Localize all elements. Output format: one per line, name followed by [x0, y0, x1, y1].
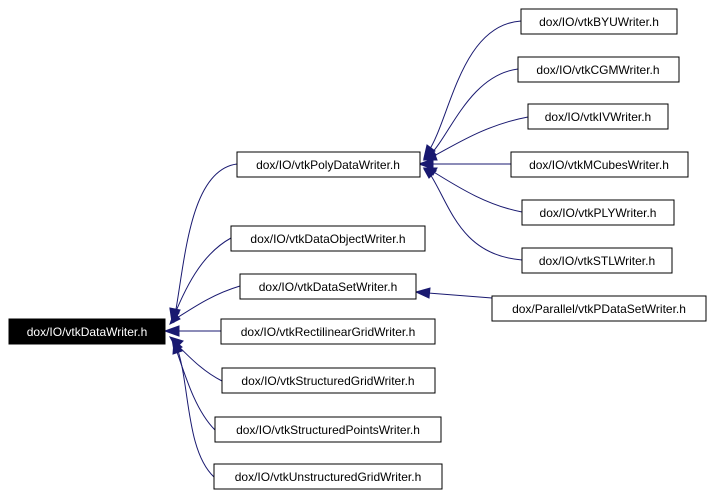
node-label: dox/IO/vtkPLYWriter.h	[540, 206, 657, 220]
node-data-writer[interactable]: dox/IO/vtkDataWriter.h	[8, 318, 166, 345]
edges-to-data-writer	[163, 163, 241, 478]
node-label: dox/IO/vtkDataSetWriter.h	[259, 280, 398, 294]
node-label: dox/Parallel/vtkPDataSetWriter.h	[512, 302, 686, 316]
edge-stl-to-polydata	[429, 173, 523, 261]
edges-to-dataset-writer	[414, 287, 493, 299]
edges-to-polydata-writer	[417, 20, 529, 261]
node-label: dox/IO/vtkStructuredPointsWriter.h	[236, 423, 420, 437]
arrowhead-pdataset	[414, 287, 431, 299]
node-polydata-writer[interactable]: dox/IO/vtkPolyDataWriter.h	[236, 151, 421, 178]
node-stl-writer[interactable]: dox/IO/vtkSTLWriter.h	[521, 247, 673, 274]
node-structured-grid-writer[interactable]: dox/IO/vtkStructuredGridWriter.h	[221, 367, 436, 394]
node-label: dox/IO/vtkRectilinearGridWriter.h	[241, 325, 416, 339]
arrowhead-dataset	[169, 311, 181, 325]
node-label: dox/IO/vtkMCubesWriter.h	[529, 158, 669, 172]
edge-iv-to-polydata	[431, 116, 529, 158]
edge-dataset-to-datawriter	[171, 285, 241, 322]
arrowhead-mcubes	[417, 158, 434, 170]
node-label: dox/IO/vtkSTLWriter.h	[539, 254, 655, 268]
node-pdataset-writer[interactable]: dox/Parallel/vtkPDataSetWriter.h	[491, 295, 707, 322]
node-label: dox/IO/vtkStructuredGridWriter.h	[241, 374, 414, 388]
node-iv-writer[interactable]: dox/IO/vtkIVWriter.h	[527, 103, 669, 130]
edge-unstructured-to-datawriter	[175, 344, 215, 478]
node-ply-writer[interactable]: dox/IO/vtkPLYWriter.h	[521, 199, 675, 226]
node-structured-points-writer[interactable]: dox/IO/vtkStructuredPointsWriter.h	[214, 416, 442, 443]
node-label: dox/IO/vtkIVWriter.h	[545, 110, 651, 124]
node-cgm-writer[interactable]: dox/IO/vtkCGMWriter.h	[517, 56, 680, 83]
node-label: dox/IO/vtkBYUWriter.h	[539, 15, 659, 29]
edge-structuredpoints-to-datawriter	[173, 342, 216, 431]
node-byu-writer[interactable]: dox/IO/vtkBYUWriter.h	[520, 8, 678, 35]
edge-byu-to-polydata	[427, 20, 522, 153]
node-rectilinear-grid-writer[interactable]: dox/IO/vtkRectilinearGridWriter.h	[220, 318, 436, 345]
edge-pdataset-to-dataset	[427, 292, 493, 299]
arrowhead-stl	[423, 168, 438, 179]
edge-polydata-to-datawriter	[174, 163, 238, 316]
node-label: dox/IO/vtkCGMWriter.h	[536, 63, 659, 77]
node-unstructured-grid-writer[interactable]: dox/IO/vtkUnstructuredGridWriter.h	[213, 463, 443, 490]
node-dataobject-writer[interactable]: dox/IO/vtkDataObjectWriter.h	[230, 225, 426, 252]
edge-ply-to-polydata	[431, 170, 523, 213]
arrowhead-rectilinear	[163, 325, 180, 337]
node-label: dox/IO/vtkDataWriter.h	[27, 325, 148, 339]
arrowhead-unstructured	[172, 339, 183, 355]
node-dataset-writer[interactable]: dox/IO/vtkDataSetWriter.h	[239, 273, 417, 300]
node-label: dox/IO/vtkUnstructuredGridWriter.h	[235, 470, 422, 484]
node-mcubes-writer[interactable]: dox/IO/vtkMCubesWriter.h	[510, 151, 689, 178]
edge-dataobject-to-datawriter	[172, 237, 232, 319]
edge-cgm-to-polydata	[429, 68, 519, 156]
node-label: dox/IO/vtkDataObjectWriter.h	[250, 232, 405, 246]
node-label: dox/IO/vtkPolyDataWriter.h	[256, 158, 400, 172]
